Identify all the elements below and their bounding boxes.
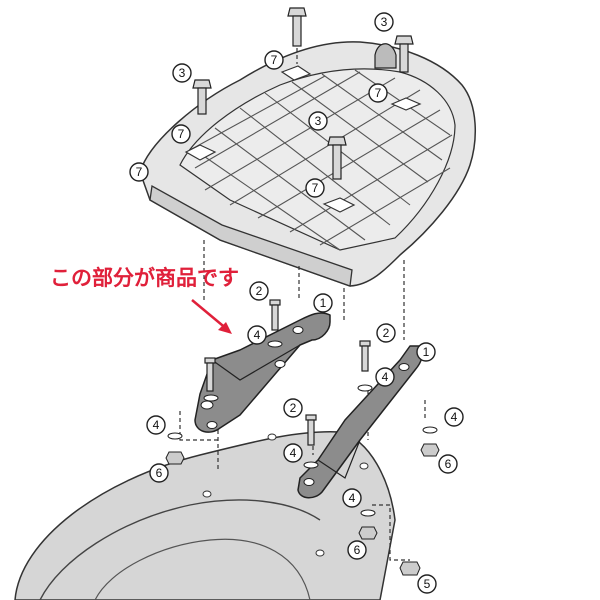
screw-right [359,340,371,372]
left-bracket [194,312,331,433]
callout-screw-right: 2 [376,323,396,343]
svg-text:4: 4 [451,410,458,424]
washers [167,340,438,517]
callout-pad-left: 7 [171,124,191,144]
svg-text:4: 4 [254,328,261,342]
svg-text:7: 7 [136,165,143,179]
svg-text:2: 2 [383,326,390,340]
callout-washer-mid: 4 [283,443,303,463]
product-caption: この部分が商品です [50,266,239,290]
product-pointer-arrow [191,299,232,334]
svg-text:4: 4 [290,446,297,460]
svg-text:2: 2 [256,284,263,298]
screw-left [269,299,281,331]
svg-text:7: 7 [271,53,278,67]
svg-text:4: 4 [349,491,356,505]
callout-bolt-left: 3 [172,63,192,83]
top-bolt-3 [192,79,212,115]
callout-washer-bottom: 4 [342,488,362,508]
svg-text:6: 6 [445,457,452,471]
svg-text:7: 7 [178,127,185,141]
callout-washer-r: 4 [444,407,464,427]
svg-text:3: 3 [179,66,186,80]
svg-text:6: 6 [354,543,361,557]
callout-screw-mid: 2 [283,398,303,418]
callout-washer-l: 4 [146,415,166,435]
svg-text:4: 4 [153,418,160,432]
scooter-rear-body [14,430,396,600]
svg-text:3: 3 [315,114,322,128]
svg-text:7: 7 [312,181,319,195]
top-bolt-1 [287,7,307,64]
callout-pad-tl: 7 [264,50,284,70]
callout-nut-l: 6 [149,463,169,483]
callout-nut-r: 6 [438,454,458,474]
svg-text:6: 6 [156,466,163,480]
svg-text:1: 1 [423,345,430,359]
svg-text:5: 5 [424,577,431,591]
callout-washer-lb-top: 4 [247,325,267,345]
callout-bracket-right: 1 [416,342,436,362]
top-bolt-4 [327,136,347,180]
svg-text:4: 4 [382,370,389,384]
svg-text:7: 7 [375,86,382,100]
callout-nut-special: 5 [417,574,437,594]
top-bolt-2 [394,35,414,73]
callout-pad-far-left: 7 [129,162,149,182]
callout-bracket-left: 1 [313,293,333,313]
callout-bolt-center: 3 [308,111,328,131]
svg-text:3: 3 [381,15,388,29]
callout-pad-tr: 7 [368,83,388,103]
callout-bolt-top: 3 [374,12,394,32]
screw-far-left [204,357,216,392]
rack-plate [139,41,476,287]
nuts [165,443,440,576]
callout-washer-rb-top: 4 [375,367,395,387]
svg-text:1: 1 [320,296,327,310]
callout-screw-left: 2 [249,281,269,301]
svg-text:2: 2 [290,401,297,415]
screw-mid [305,414,317,446]
callout-pad-center: 7 [305,178,325,198]
callout-nut-bottom: 6 [347,540,367,560]
